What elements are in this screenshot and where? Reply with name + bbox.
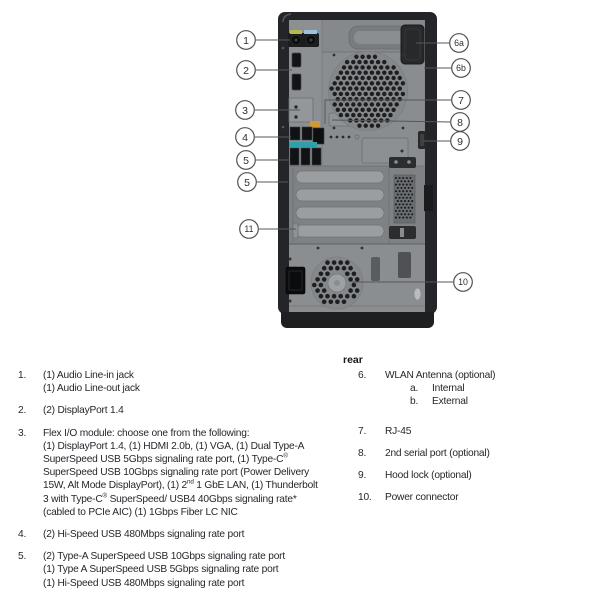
legend-line: (1) Hi-Speed USB 480Mbps signaling rate … [43,577,245,589]
usb-port-cluster-icon [289,121,325,166]
legend-line: (1) Audio Line-out jack [43,383,140,395]
legend-item-3: 3. Flex I/O module: choose one from the f… [18,427,353,519]
legend-line: WLAN Antenna (optional) [385,370,496,381]
legend-subitem-text: Internal [432,383,465,395]
legend-item-text: Power connector [385,491,593,504]
legend-item-4: 4. (2) Hi-Speed USB 480Mbps signaling rat… [18,528,353,541]
legend-item-1: 1. (1) Audio Line-in jack (1) Audio Line-o… [18,369,353,395]
legend-item-number: 10. [358,492,372,504]
callout-2: 2 [243,65,249,77]
legend-line: (1) Audio Line-in jack [43,370,134,381]
side-vent-grille-icon [393,174,433,224]
legend-line: (2) Type-A SuperSpeed USB 10Gbps signali… [43,551,285,563]
legend-line: 3 with Type-C® SuperSpeed/ USB4 40Gbps s… [43,492,297,505]
legend-item-2: 2. (2) DisplayPort 1.4 [18,404,353,417]
legend-item-text: WLAN Antenna (optional) a. Internal b. Exter… [385,369,593,409]
legend-subitem-letter: b. [410,396,419,408]
chassis-fan-grille-icon [328,51,408,131]
legend-item-number: 8. [358,447,367,459]
rear-panel-diagram: 1 2 3 4 5 5 11 6a 6b 7 8 9 10 [235,12,473,328]
legend-line: 15W, Alt Mode DisplayPort), (1) 2nd 1 Gb… [43,479,318,492]
legend-item-text: (1) Audio Line-in jack (1) Audio Line-out… [43,369,353,395]
psu-side-details [371,252,422,301]
legend-item-9: 9. Hood lock (optional) [358,469,593,482]
legend-item-number: 5. [18,551,27,563]
legend-line: SuperSpeed USB 5Gbps signaling rate port… [43,452,288,466]
legend-item-number: 1. [18,370,27,381]
hood-lock-icon [418,131,426,149]
legend-item-number: 6. [358,370,367,381]
callout-6b: 6b [456,63,466,73]
legend-line: Flex I/O module: choose one from the fol… [43,427,250,439]
legend-item-text: (2) Hi-Speed USB 480Mbps signaling rate … [43,528,353,541]
legend-item-5: 5. (2) Type-A SuperSpeed USB 10Gbps signa… [18,550,353,590]
legend-line: 2nd serial port (optional) [385,447,490,459]
legend-subitem-text: External [432,396,468,408]
legend-item-text: Hood lock (optional) [385,469,593,482]
displayport-slots-icon [291,52,302,91]
legend-item-6: 6. WLAN Antenna (optional) a. Internal b. Ext… [358,369,593,409]
power-supply-fan-icon [310,256,364,310]
legend-item-text: (2) Type-A SuperSpeed USB 10Gbps signali… [43,550,353,590]
power-connector-icon [285,246,364,303]
legend-item-number: 9. [358,470,367,482]
legend-item-number: 4. [18,529,27,541]
legend-left-column: 1. (1) Audio Line-in jack (1) Audio Line-o… [18,369,353,599]
legend-line: Hood lock (optional) [385,470,472,482]
legend-line: (2) DisplayPort 1.4 [43,405,124,417]
rj45-port-icon [312,127,325,145]
legend-line: (1) DisplayPort 1.4, (1) HDMI 2.0b, (1) … [43,440,305,452]
callout-11: 11 [244,224,253,234]
legend-item-number: 2. [18,405,27,417]
callout-6a: 6a [454,38,464,48]
legend-item-number: 7. [358,425,367,437]
legend-item-10: 10. Power connector [358,491,593,504]
expansion-slot-covers [292,157,416,242]
legend-line: (cabled to PCIe AIC) (1) 1Gbps Fiber LC … [43,506,238,518]
legend-item-text: 2nd serial port (optional) [385,447,593,460]
callout-9: 9 [457,136,463,148]
audio-jacks-icon [288,30,319,47]
legend-item-8: 8. 2nd serial port (optional) [358,447,593,460]
legend-item-number: 3. [18,427,27,439]
callout-labels: 1 2 3 4 5 5 11 6a 6b 7 8 9 10 [235,30,473,292]
legend-item-text: (2) DisplayPort 1.4 [43,404,353,417]
legend-line: SuperSpeed USB 10Gbps signaling rate por… [43,467,310,479]
callout-5: 5 [244,177,250,189]
legend-right-column: 6. WLAN Antenna (optional) a. Internal b. Ext… [358,369,593,513]
legend-item-text: RJ-45 [385,425,593,438]
callout-5: 5 [243,155,249,167]
callout-3: 3 [242,105,248,117]
legend-subitem-letter: a. [410,383,419,395]
wlan-antenna-cover-icon [400,24,425,65]
legend-line: (1) Type A SuperSpeed USB 5Gbps signalin… [43,564,279,576]
legend-subitem-a: a. Internal [385,382,593,395]
legend-line: RJ-45 [385,425,412,437]
legend-item-text: Flex I/O module: choose one from the fol… [43,427,353,519]
callout-1: 1 [243,35,249,47]
legend-item-7: 7. RJ-45 [358,425,593,438]
callout-4: 4 [242,132,248,144]
callout-8: 8 [457,117,463,129]
callout-7: 7 [458,95,464,107]
diagram-caption: rear [343,354,363,366]
legend-subitem-b: b. External [385,395,593,408]
callout-10: 10 [458,277,468,287]
legend-line: (2) Hi-Speed USB 480Mbps signaling rate … [43,529,245,541]
legend-line: Power connector [385,492,459,504]
